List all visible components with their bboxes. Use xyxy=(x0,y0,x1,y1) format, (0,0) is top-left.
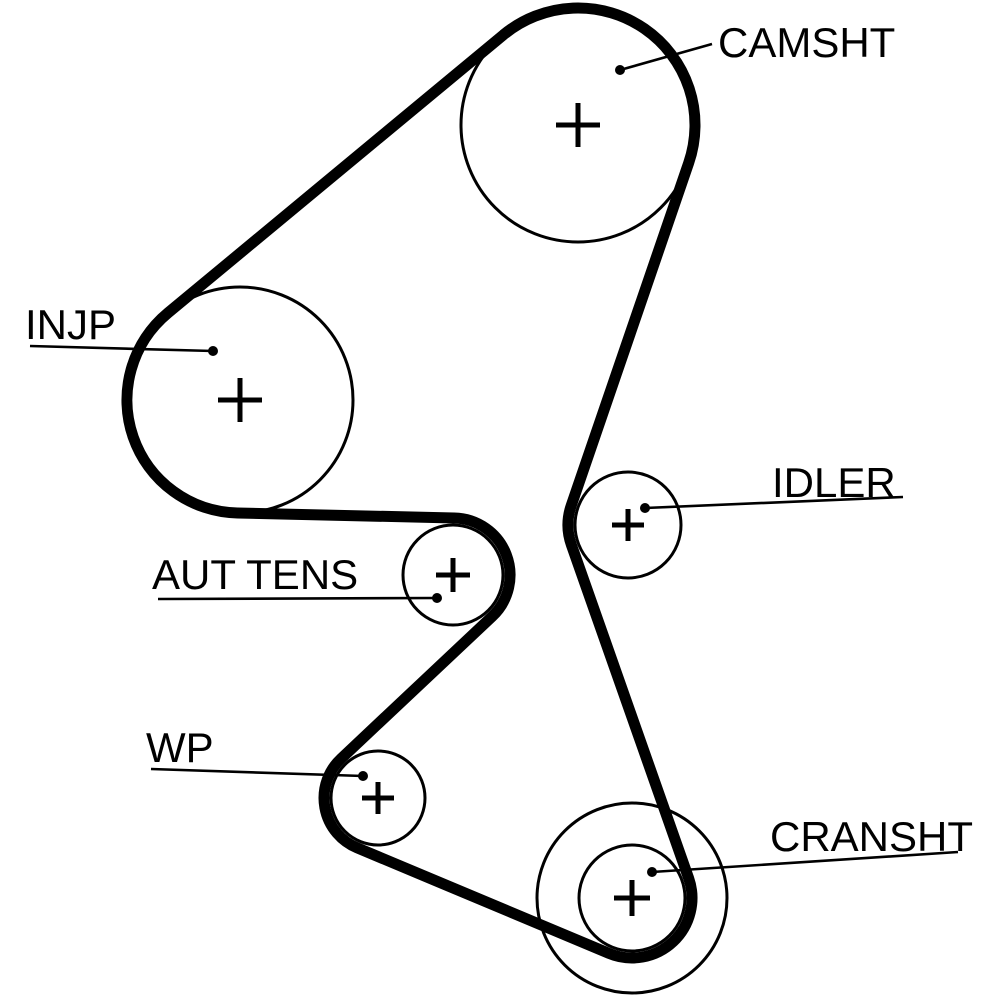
leader-lines xyxy=(29,42,959,874)
crankshaft-center-cross xyxy=(614,880,650,916)
crankshaft-leader-line xyxy=(651,850,959,874)
camshaft-leader-line xyxy=(619,42,713,72)
camshaft-leader-dot xyxy=(615,65,625,75)
water-pump-center-cross xyxy=(362,782,394,814)
idler-leader-dot xyxy=(640,503,650,513)
crankshaft-outer-circle xyxy=(535,801,729,995)
pulley-center-crosses xyxy=(218,103,650,916)
water-pump-leader-line xyxy=(150,767,364,778)
timing-belt-path xyxy=(121,2,701,964)
tensioner-pulley-circle xyxy=(401,523,505,627)
idler-leader-line xyxy=(644,495,904,510)
idler-label: IDLER xyxy=(772,459,896,506)
tensioner-label: AUT TENS xyxy=(152,551,358,598)
water-pump-pulley-circle xyxy=(329,749,427,847)
water-pump-label: WP xyxy=(146,724,214,771)
tensioner-center-cross xyxy=(436,558,470,592)
crankshaft-pulley-circle xyxy=(577,843,687,953)
injection-pump-leader-line xyxy=(29,344,214,353)
crankshaft-leader-dot xyxy=(647,867,657,877)
injection-pump-leader-dot xyxy=(208,346,218,356)
tensioner-leader-dot xyxy=(432,593,442,603)
injection-pump-label: INJP xyxy=(25,301,116,348)
leader-dots xyxy=(208,65,657,877)
idler-pulley-circle xyxy=(573,470,683,580)
part-labels: CAMSHT INJP IDLER AUT TENS WP CRANSHT xyxy=(25,19,973,860)
tensioner-leader-line xyxy=(157,596,438,601)
water-pump-leader-dot xyxy=(358,771,368,781)
camshaft-center-cross xyxy=(556,103,600,147)
injection-pump-center-cross xyxy=(218,378,262,422)
idler-center-cross xyxy=(612,509,644,541)
crankshaft-label: CRANSHT xyxy=(770,813,973,860)
pulley-circles xyxy=(125,6,729,995)
camshaft-label: CAMSHT xyxy=(718,19,895,66)
